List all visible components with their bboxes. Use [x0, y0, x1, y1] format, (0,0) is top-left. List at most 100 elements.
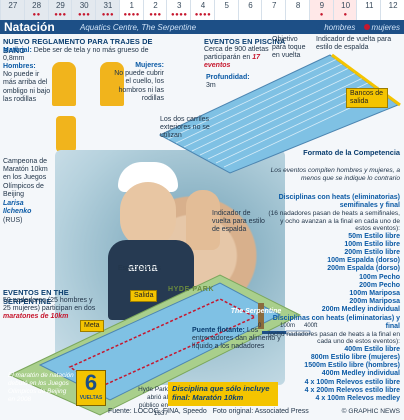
calendar-day-number: 27	[8, 1, 18, 10]
copyright: © GRAPHIC NEWS	[341, 408, 400, 415]
material-text: Debe ser de tela y no más grueso de 0,8m…	[3, 47, 149, 63]
calendar-day-dots: ●●●	[149, 12, 162, 18]
format-list-item: 200m Medley individual	[321, 306, 400, 314]
serpentine-event: maratones de 10km	[3, 313, 69, 321]
depth-label: Profundidad:	[206, 74, 250, 81]
format-panel: Formato de la Competencia Los eventos co…	[262, 148, 404, 410]
men-rule-label: Hombres:	[3, 63, 36, 70]
depth-value: 3m	[206, 82, 216, 90]
format-list-item: 100m Espalda (dorso)	[327, 257, 400, 265]
material-label: Material:	[3, 47, 32, 54]
calendar-day-1: 1 ●●●●	[118, 0, 144, 20]
calendar-day-10: 10●	[332, 0, 358, 20]
format-list-item: 800m Estilo libre (mujeres)	[310, 354, 400, 362]
format-list-item: 50m Estilo libre	[348, 232, 400, 240]
calendar-day-dots: ●●●●	[194, 12, 212, 18]
scale-100m: 100m	[280, 323, 296, 329]
calendar-day-27: 27	[0, 0, 25, 20]
calendar-day-number: 4	[200, 1, 206, 10]
calendar-day-9: 9●	[308, 0, 334, 20]
athlete-description: Campeona de Maratón 10km en los Juegos O…	[3, 158, 48, 198]
waving-hand	[186, 190, 220, 250]
women-rule-label: Mujeres:	[135, 62, 164, 69]
start-label: Salida	[130, 290, 158, 302]
group1-title: Disciplinas con heats (eliminatorias) se…	[278, 194, 400, 210]
footer-source: Fuente: LOCOG, FINA, Speedo Foto origina…	[108, 408, 309, 415]
scale-bar	[262, 330, 311, 335]
calendar-day-dots: ●	[319, 12, 324, 18]
calendar-day-dots: ●●●	[54, 12, 67, 18]
marathon-debut-note: El maratón de natación debutó en los Jue…	[8, 372, 74, 403]
finish-label: Meta	[80, 320, 104, 332]
calendar-day-number: 9	[319, 1, 325, 10]
format-title: Formato de la Competencia	[303, 148, 400, 157]
calendar-day-dots: ●●	[32, 12, 41, 18]
pool-athletes-text: Cerca de 900 atletas participarán en	[204, 46, 269, 62]
laps-value: 6	[84, 370, 98, 395]
bridge-label: Puente flotante:	[192, 327, 245, 334]
calendar-day-11: 11	[356, 0, 381, 20]
legend-women-label: mujeres	[371, 23, 400, 32]
format-list-item: 400m Estilo libre	[344, 345, 400, 353]
calendar-day-29: 29 ●●●	[47, 0, 73, 20]
legend-men-dot	[316, 24, 323, 30]
page-title: Natación	[4, 20, 55, 34]
footer-source-text: Fuente: LOCOG, FINA, Speedo	[108, 408, 207, 415]
format-list-item: 200m Espalda (dorso)	[327, 265, 400, 273]
floating-bridge	[258, 303, 264, 329]
group1-note: (16 nadadores pasan de heats a semifinal…	[268, 210, 400, 233]
calendar-day-number: 1	[129, 1, 134, 10]
laps-badge: 6 VUELTAS	[76, 370, 106, 406]
format-list-item: 100m Pecho	[359, 273, 400, 281]
calendar-day-2: 2●●●	[142, 0, 168, 20]
arena-logo-text: arena	[128, 262, 158, 274]
format-list-item: 4 x 200m Relevos estilo libre	[304, 386, 400, 394]
format-list-item: 400m Medley individual	[321, 370, 400, 378]
laps-label: VUELTAS	[79, 395, 103, 401]
format-list-item: 200m Estilo libre	[344, 249, 400, 257]
venue-label: Aquatics Centre, The Serpentine	[80, 23, 197, 32]
athlete-name: Larisa Ilchenko	[3, 200, 32, 216]
legend-women-dot	[363, 24, 370, 30]
calendar-day-6: 6	[237, 0, 263, 20]
calendar-day-4: 4 ●●●●	[190, 0, 215, 20]
outer-lanes-note: Los dos carriles exteriores no se utiliz…	[160, 116, 210, 140]
calendar-day-number: 11	[365, 1, 374, 10]
calendar-day-dots: ●●●	[77, 12, 91, 18]
starting-blocks-line	[331, 53, 401, 107]
calendar-day-number: 29	[55, 1, 65, 10]
calendar-day-number: 7	[272, 1, 277, 10]
starting-blocks-label: Bancos de salida	[346, 88, 388, 108]
men-rule-text: No puede ir más arriba del ombligo ni ba…	[3, 71, 51, 103]
hyde-park-map-label: HYDE PARK	[168, 286, 215, 293]
header-bar: Natación Aquatics Centre, The Serpentine…	[0, 20, 404, 34]
serpentine-lake-label: The Serpentine	[230, 308, 282, 315]
group2-note: (ocho nadadores pasan de heats a la fina…	[268, 331, 400, 346]
calendar-day-number: 31	[103, 1, 113, 10]
format-list-item: 4 x 100m Relevos estilo libre	[304, 378, 400, 386]
calendar-day-dots: ●●●	[101, 12, 115, 18]
calendar-day-12: 12	[380, 0, 404, 20]
pool-events-count: 17 eventos	[204, 54, 261, 70]
calendar-day-31: 31 ●●●	[95, 0, 120, 20]
spectators-label: Espectadores	[118, 265, 161, 272]
calendar-day-30: 30 ●●●	[71, 0, 97, 20]
calendar-day-dots: ●●●●	[123, 12, 140, 18]
calendar-day-number: 12	[388, 1, 398, 10]
calendar-day-8: 8	[285, 0, 310, 20]
calendar-day-28: 28●●	[23, 0, 49, 20]
serpentine-text: 50 nadadores (25 hombres y 25 mujeres) p…	[3, 297, 96, 313]
format-subtitle: Los eventos compiten hombres y mujeres, …	[270, 167, 400, 182]
calendar-day-dots: ●●●●	[170, 12, 188, 18]
calendar-day-number: 30	[79, 1, 89, 10]
serpentine-title: Eventos en The Serpentine	[3, 288, 69, 306]
swimmer-face	[120, 182, 176, 248]
discipline-text: Disciplina que sólo incluye final: Marat…	[172, 384, 270, 402]
calendar-day-7: 7	[261, 0, 286, 20]
pool-title: Eventos en Piscina	[204, 37, 286, 46]
format-list-item: 100m Mariposa	[349, 290, 400, 298]
format-list-item: 1500m Estilo libre (hombres)	[304, 362, 400, 370]
